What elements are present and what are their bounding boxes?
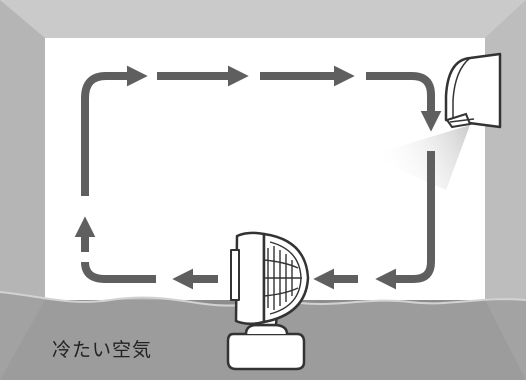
airflow-arrow-icon <box>81 261 156 283</box>
airflow-arrow-icon <box>366 72 442 132</box>
airflow-arrow-icon <box>81 65 148 196</box>
cool-air-label: 冷たい空気 <box>52 339 153 361</box>
ac-airflow-cone <box>368 125 470 190</box>
airflow-arrows <box>74 65 442 290</box>
air-conditioner-icon <box>444 52 502 129</box>
ceiling <box>0 0 526 38</box>
circulator-fan-icon <box>226 231 310 371</box>
airflow-arrow-icon <box>375 151 435 290</box>
